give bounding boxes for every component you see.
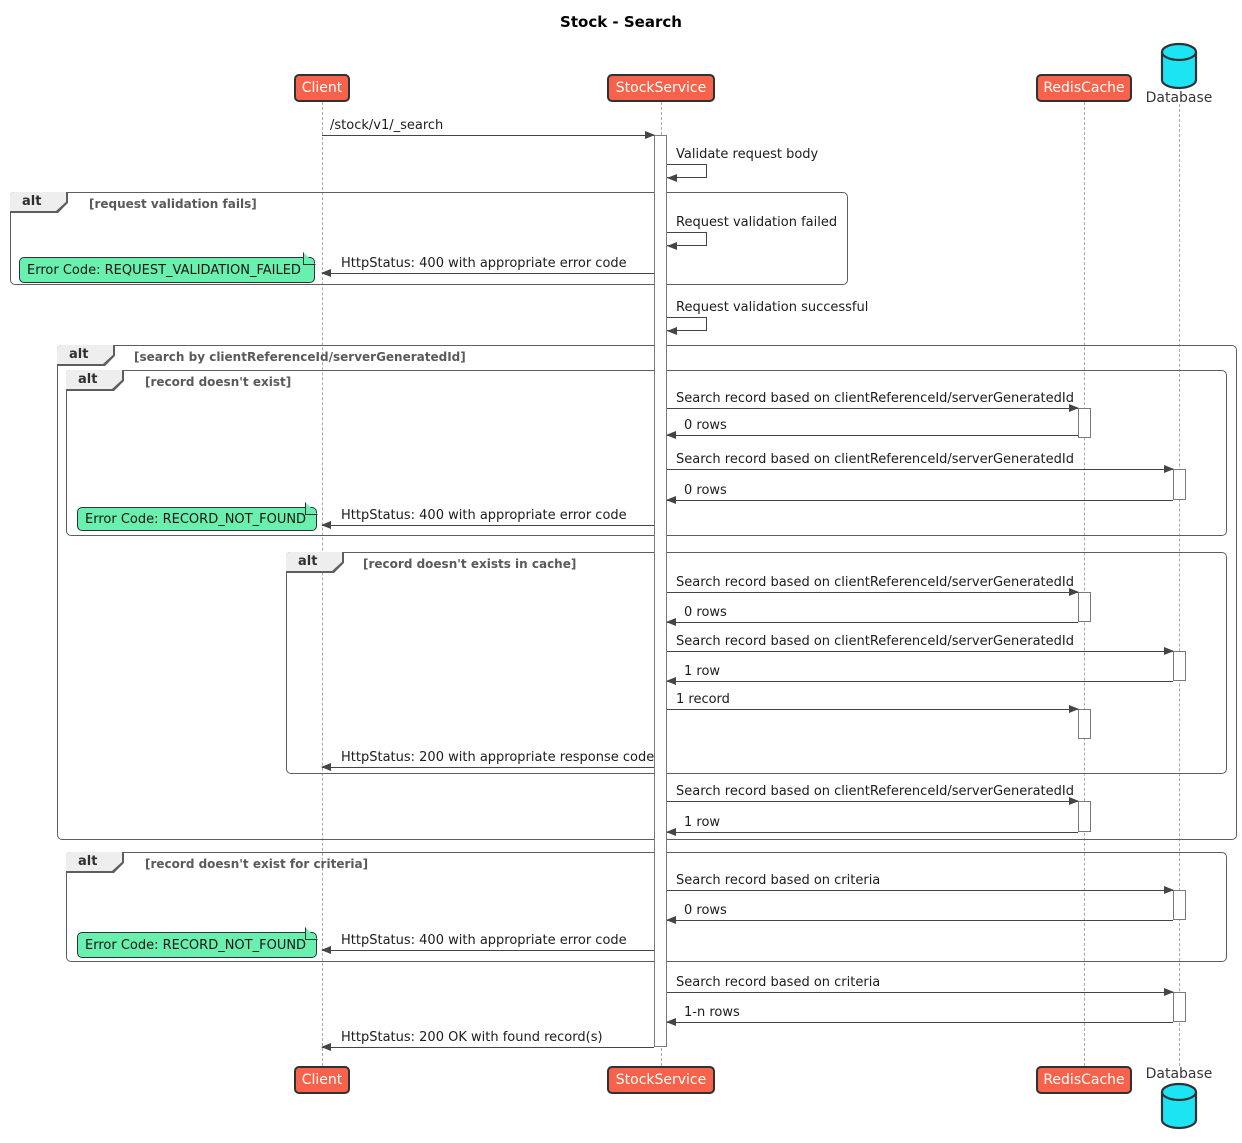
message-line — [667, 465, 1174, 473]
alt-fragment-record-not-in-cache: alt [record doesn't exists in cache] — [286, 552, 1227, 774]
message-label: Validate request body — [676, 147, 819, 162]
message-label: Search record based on clientReferenceId… — [676, 391, 1074, 406]
note-text: Error Code: RECORD_NOT_FOUND — [85, 511, 307, 527]
database-icon — [1160, 1082, 1198, 1130]
message-line — [666, 431, 1078, 439]
message-line — [667, 797, 1079, 805]
message-label: HttpStatus: 200 with appropriate respons… — [341, 750, 655, 765]
participant-client-top: Client — [294, 74, 350, 102]
message-label: HttpStatus: 200 OK with found record(s) — [341, 1030, 603, 1045]
activation-database — [1173, 890, 1186, 920]
self-message-line — [667, 232, 707, 250]
participant-label: RedisCache — [1043, 1072, 1125, 1088]
message-label: 0 rows — [684, 903, 727, 918]
activation-rediscache — [1078, 801, 1091, 832]
message-line — [667, 988, 1174, 996]
fragment-guard: [request validation fails] — [89, 197, 257, 211]
message-line — [666, 677, 1173, 685]
message-label: Search record based on criteria — [676, 975, 881, 990]
message-label: 1 row — [684, 664, 721, 679]
message-line — [666, 1018, 1173, 1026]
message-line — [321, 1043, 654, 1051]
activation-database — [1173, 469, 1186, 500]
activation-rediscache — [1078, 408, 1091, 438]
self-message-line — [667, 317, 707, 335]
activation-rediscache — [1078, 592, 1091, 622]
message-line — [666, 828, 1078, 836]
lifeline-rediscache — [1084, 102, 1085, 1066]
diagram-title: Stock - Search — [560, 13, 682, 31]
alt-fragment-no-record-for-criteria: alt [record doesn't exist for criteria] — [66, 852, 1227, 962]
message-label: /stock/v1/_search — [330, 118, 444, 133]
database-icon — [1160, 42, 1198, 90]
message-label: 0 rows — [684, 605, 727, 620]
fragment-guard: [record doesn't exist] — [145, 375, 292, 389]
lifeline-client — [322, 102, 323, 1066]
error-note: Error Code: REQUEST_VALIDATION_FAILED — [19, 252, 316, 283]
alt-operator-badge: alt — [10, 192, 68, 213]
participant-stockservice-top: StockService — [607, 74, 715, 102]
error-note: Error Code: RECORD_NOT_FOUND — [77, 927, 318, 958]
message-label: Search record based on clientReferenceId… — [676, 575, 1074, 590]
message-label: Search record based on clientReferenceId… — [676, 784, 1074, 799]
message-line — [322, 131, 655, 139]
participant-rediscache-top: RedisCache — [1036, 74, 1132, 102]
alt-operator-badge: alt — [66, 852, 124, 873]
message-label: HttpStatus: 400 with appropriate error c… — [341, 933, 627, 948]
participant-client-bottom: Client — [294, 1066, 350, 1094]
message-label: Search record based on clientReferenceId… — [676, 634, 1074, 649]
message-label: Request validation failed — [676, 215, 838, 230]
message-label: HttpStatus: 400 with appropriate error c… — [341, 256, 627, 271]
message-line — [321, 763, 654, 771]
note-text: Error Code: REQUEST_VALIDATION_FAILED — [27, 262, 301, 278]
note-text: Error Code: RECORD_NOT_FOUND — [85, 937, 307, 953]
fragment-guard: [search by clientReferenceId/serverGener… — [134, 350, 466, 364]
message-label: Search record based on clientReferenceId… — [676, 452, 1074, 467]
message-line — [666, 496, 1173, 504]
error-note: Error Code: RECORD_NOT_FOUND — [77, 502, 318, 531]
message-label: Request validation successful — [676, 300, 869, 315]
message-label: 0 rows — [684, 483, 727, 498]
database-label-bottom: Database — [1145, 1066, 1213, 1082]
activation-stockservice — [654, 135, 667, 1047]
participant-stockservice-bottom: StockService — [607, 1066, 715, 1094]
message-line — [667, 886, 1174, 894]
message-label: Search record based on criteria — [676, 873, 881, 888]
alt-operator-badge: alt — [66, 370, 124, 391]
message-label: 1 row — [684, 815, 721, 830]
message-line — [666, 916, 1173, 924]
participant-label: Client — [301, 1072, 343, 1088]
message-label: 1-n rows — [684, 1005, 740, 1020]
message-label: 1 record — [676, 692, 730, 707]
alt-operator-badge: alt — [286, 552, 344, 573]
message-label: 0 rows — [684, 418, 727, 433]
message-line — [667, 647, 1174, 655]
activation-database — [1173, 992, 1186, 1022]
alt-operator-badge: alt — [57, 345, 115, 366]
message-line — [667, 705, 1079, 713]
self-message-line — [667, 164, 707, 182]
activation-database — [1173, 651, 1186, 681]
lifeline-database — [1179, 104, 1180, 1066]
participant-label: Client — [301, 80, 343, 96]
message-line — [321, 946, 654, 954]
alt-fragment-record-doesnt-exist: alt [record doesn't exist] — [66, 370, 1227, 536]
fragment-guard: [record doesn't exist for criteria] — [145, 857, 369, 871]
message-label: HttpStatus: 400 with appropriate error c… — [341, 508, 627, 523]
message-line — [667, 404, 1079, 412]
message-line — [667, 588, 1079, 596]
alt-fragment-request-validation-fails: alt [request validation fails] — [10, 192, 848, 285]
activation-rediscache — [1078, 709, 1091, 739]
fragment-guard: [record doesn't exists in cache] — [363, 557, 577, 571]
participant-label: RedisCache — [1043, 80, 1125, 96]
message-line — [321, 269, 654, 277]
participant-label: StockService — [615, 80, 707, 96]
database-label-top: Database — [1145, 90, 1213, 106]
alt-fragment-search-by-id: alt [search by clientReferenceId/serverG… — [57, 345, 1237, 840]
participant-label: StockService — [615, 1072, 707, 1088]
message-line — [321, 521, 654, 529]
participant-rediscache-bottom: RedisCache — [1036, 1066, 1132, 1094]
message-line — [666, 618, 1078, 626]
